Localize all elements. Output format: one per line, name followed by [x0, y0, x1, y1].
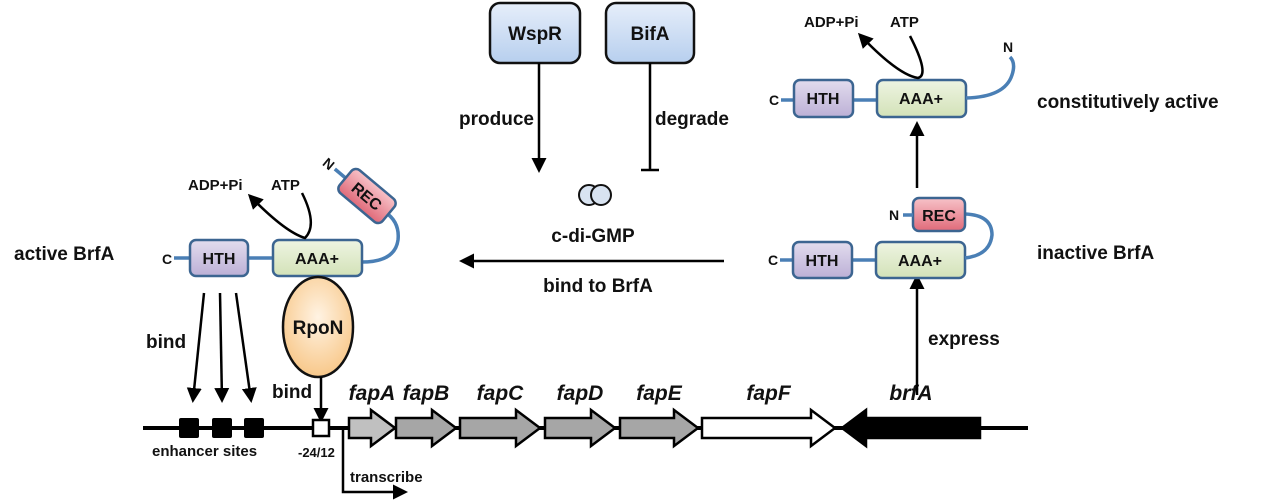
aaa-domain [875, 78, 968, 119]
inactive-brfa-label: inactive BrfA [1037, 243, 1154, 264]
atp-label: ATP [271, 177, 300, 194]
aaa-label: AAA+ [898, 253, 942, 270]
c-terminus-label: C [769, 92, 779, 108]
hth-domain [791, 240, 854, 280]
rpon-sigma-factor [281, 275, 355, 379]
hth-domain [792, 78, 855, 119]
transcribe-label: transcribe [350, 469, 423, 486]
gene-label-fapE: fapE [636, 382, 683, 405]
rec-label: REC [922, 208, 956, 225]
adp-pi-label: ADP+Pi [804, 14, 859, 31]
linker-to-rec [361, 210, 400, 264]
produce-label: produce [459, 109, 534, 130]
c-terminus-label: C [768, 252, 778, 268]
n-terminus-label: N [889, 207, 899, 223]
enhancer-bind-arrow-2 [214, 292, 230, 403]
gene-arrow-fapA [347, 407, 398, 449]
gene-arrow-fapB [394, 407, 459, 449]
rpon-bind-label: bind [272, 382, 312, 403]
n-terminal-tail [965, 55, 1016, 100]
aaa-label: AAA+ [899, 91, 943, 108]
hth-label: HTH [203, 251, 236, 268]
c-di-gmp-icon [578, 184, 612, 206]
active-brfa-label: active BrfA [14, 244, 115, 265]
enhancer-bind-arrow-3 [234, 292, 257, 403]
rpon-label: RpoN [293, 318, 344, 339]
atp-label: ATP [890, 14, 919, 31]
hth-label: HTH [807, 91, 840, 108]
bind-to-brfa-label: bind to BrfA [543, 276, 653, 297]
aaa-domain [874, 240, 967, 280]
gene-label-brfA: brfA [889, 382, 932, 405]
enhancer-site-1 [179, 418, 199, 438]
enhancer-bind-label: bind [146, 332, 186, 353]
enhancer-sites-label: enhancer sites [152, 443, 257, 460]
degrade-label: degrade [655, 109, 729, 130]
enhancer-site-3 [244, 418, 264, 438]
gene-label-fapC: fapC [477, 382, 525, 405]
gene-arrow-fapE [618, 407, 701, 449]
gene-arrow-fapD [543, 407, 618, 449]
atp-hydrolysis-arrow [247, 192, 312, 240]
wspr-node: WspR [488, 1, 582, 65]
promoter-label: -24/12 [298, 445, 335, 460]
c-di-gmp-label: c-di-GMP [551, 226, 635, 247]
bifa-label: BifA [630, 24, 669, 45]
n-terminus-label: N [1003, 39, 1013, 55]
constitutive-brfa-protein: C HTH AAA+ N ADP+Pi ATP [769, 14, 1016, 119]
aaa-label: AAA+ [295, 251, 339, 268]
constitutively-active-label: constitutively active [1037, 92, 1219, 113]
promoter-box [311, 418, 331, 438]
gene-label-fapA: fapA [349, 382, 396, 405]
gene-cluster: fapA fapB fapC fapD fapE fapF brfA [347, 382, 982, 449]
gene-arrow-brfA [839, 407, 982, 449]
active-brfa-protein: C HTH AAA+ REC N ADP+Pi ATP [162, 154, 400, 278]
rec-domain: REC N [320, 154, 397, 225]
hth-domain [188, 238, 250, 278]
atp-hydrolysis-arrow [857, 32, 924, 80]
rec-linker [964, 212, 994, 260]
express-label: express [928, 329, 1000, 350]
transcribe-arrow [341, 428, 408, 500]
wspr-label: WspR [508, 24, 562, 45]
gene-label-fapD: fapD [557, 382, 604, 405]
bifa-node: BifA [604, 1, 696, 65]
gene-arrow-fapC [458, 407, 543, 449]
gene-label-fapF: fapF [746, 382, 792, 405]
gene-arrow-fapF [700, 407, 838, 449]
inactive-brfa-protein: C HTH AAA+ REC N [768, 196, 994, 280]
enhancer-site-2 [212, 418, 232, 438]
hth-label: HTH [806, 253, 839, 270]
adp-pi-label: ADP+Pi [188, 177, 243, 194]
enhancer-bind-arrow-1 [186, 292, 206, 403]
c-terminus-label: C [162, 251, 172, 267]
gene-label-fapB: fapB [403, 382, 450, 405]
